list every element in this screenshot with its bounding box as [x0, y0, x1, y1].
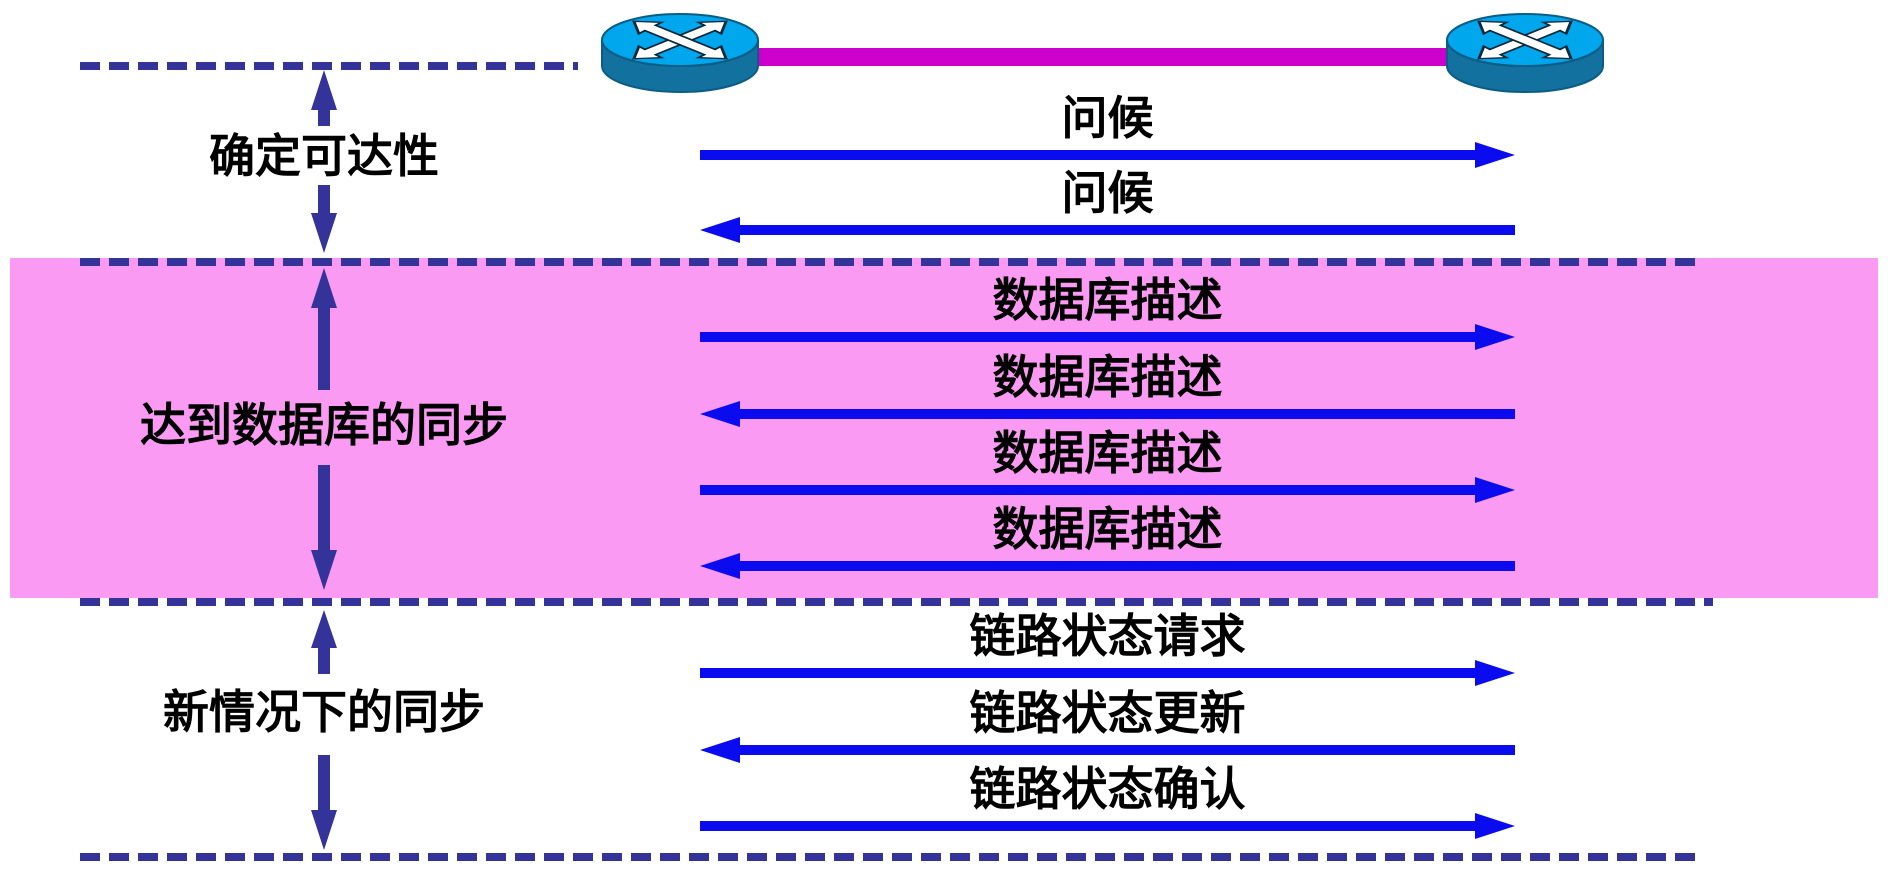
arrow-shaft: [700, 485, 1477, 495]
message-label: 问候: [1061, 91, 1154, 145]
arrow-shaft: [700, 150, 1477, 160]
message-label: 链路状态请求: [969, 609, 1246, 663]
router-icon: [600, 12, 760, 94]
arrow-shaft: [700, 668, 1477, 678]
arrow-head-icon: [700, 217, 740, 243]
message-arrow-left: [700, 553, 1515, 579]
message-label: 链路状态更新: [969, 686, 1246, 740]
message-arrow-left: [700, 401, 1515, 427]
router-icon: [1445, 12, 1605, 94]
arrow-head-icon: [700, 401, 740, 427]
message-arrow-right: [700, 142, 1515, 168]
phase-label-reachability: 确定可达性: [209, 129, 439, 183]
arrow-head-icon: [700, 737, 740, 763]
arrow-head-icon: [700, 553, 740, 579]
message-label: 数据库描述: [992, 426, 1223, 480]
arrow-shaft: [738, 225, 1515, 235]
message-arrow-left: [700, 737, 1515, 763]
phase-boundary-line: [80, 258, 1700, 266]
router-link-line: [758, 48, 1447, 66]
arrow-head-icon: [1475, 142, 1515, 168]
message-arrow-right: [700, 813, 1515, 839]
message-label: 数据库描述: [992, 350, 1223, 404]
arrow-shaft: [738, 561, 1515, 571]
arrow-shaft: [700, 332, 1477, 342]
phase-boundary-line: [80, 853, 1702, 861]
arrow-head-icon: [1475, 660, 1515, 686]
arrow-shaft: [738, 409, 1515, 419]
message-arrow-left: [700, 217, 1515, 243]
arrow-head-icon: [1475, 813, 1515, 839]
message-arrow-right: [700, 324, 1515, 350]
phase-label-db-sync: 达到数据库的同步: [140, 398, 508, 452]
message-label: 问候: [1061, 166, 1154, 220]
message-arrow-right: [700, 477, 1515, 503]
arrow-head-icon: [1475, 324, 1515, 350]
message-label: 数据库描述: [992, 273, 1223, 327]
phase-boundary-line: [80, 598, 1713, 606]
message-arrow-right: [700, 660, 1515, 686]
phase-boundary-line: [80, 62, 578, 70]
arrow-shaft: [700, 821, 1477, 831]
message-label: 链路状态确认: [969, 762, 1246, 816]
phase-label-new-sync: 新情况下的同步: [163, 685, 485, 739]
arrow-shaft: [738, 745, 1515, 755]
arrow-head-icon: [1475, 477, 1515, 503]
message-label: 数据库描述: [992, 502, 1223, 556]
